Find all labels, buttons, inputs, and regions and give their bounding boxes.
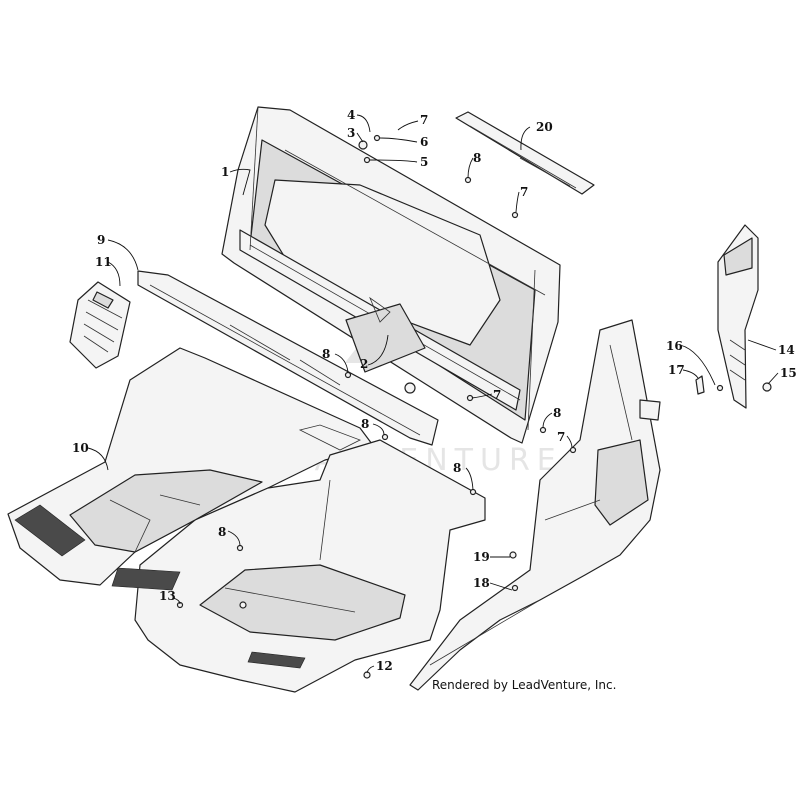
part-9-cross-brace	[137, 270, 439, 446]
callout-3: 3	[347, 126, 355, 140]
callout-13: 13	[159, 589, 176, 603]
callout-15: 15	[780, 366, 797, 380]
callout-10: 10	[72, 441, 89, 455]
callout-8e: 8	[453, 461, 461, 475]
callout-8d: 8	[553, 406, 561, 420]
render-credit: Rendered by LeadVenture, Inc.	[432, 678, 617, 692]
part-15-grommet	[762, 382, 772, 392]
part-18-side-panel	[409, 319, 661, 691]
callout-12: 12	[376, 659, 393, 673]
callout-11: 11	[95, 255, 112, 269]
callout-14: 14	[778, 343, 795, 357]
callout-18: 18	[473, 576, 490, 590]
callout-1: 1	[221, 165, 229, 179]
callout-7d: 7	[557, 430, 565, 444]
part-6-nut	[373, 134, 381, 142]
callout-7b: 7	[520, 185, 528, 199]
callout-8a: 8	[473, 151, 481, 165]
callout-5: 5	[420, 155, 428, 169]
callout-19: 19	[473, 550, 490, 564]
part-5-bolt	[363, 156, 371, 164]
callout-8c: 8	[361, 417, 369, 431]
part-20-rear-rail	[455, 111, 595, 195]
leader-lines	[87, 114, 779, 674]
callout-7a: 7	[420, 113, 428, 127]
part-3-washer	[358, 140, 368, 150]
callout-9: 9	[97, 233, 105, 247]
callout-4: 4	[347, 108, 355, 122]
part-2-grommet	[404, 382, 416, 394]
part-16-screw	[716, 384, 724, 392]
callout-8f: 8	[218, 525, 226, 539]
callout-17: 17	[668, 363, 685, 377]
callouts: 1 2 3 4 5 6 7 7 7 7 8 8 8 8 8 8 9 10 11 …	[72, 108, 797, 673]
callout-6: 6	[420, 135, 428, 149]
callout-2: 2	[360, 357, 368, 371]
part-11-rubber-mat	[69, 281, 131, 369]
part-14-side-guard	[717, 224, 759, 409]
callout-16: 16	[666, 339, 683, 353]
part-17-clip	[695, 375, 705, 395]
fasteners	[176, 134, 772, 679]
part-1-seat-frame	[221, 106, 561, 444]
callout-8b: 8	[322, 347, 330, 361]
callout-20: 20	[536, 120, 553, 134]
callout-7c: 7	[493, 388, 501, 402]
part-10-floor-tub	[7, 347, 486, 693]
